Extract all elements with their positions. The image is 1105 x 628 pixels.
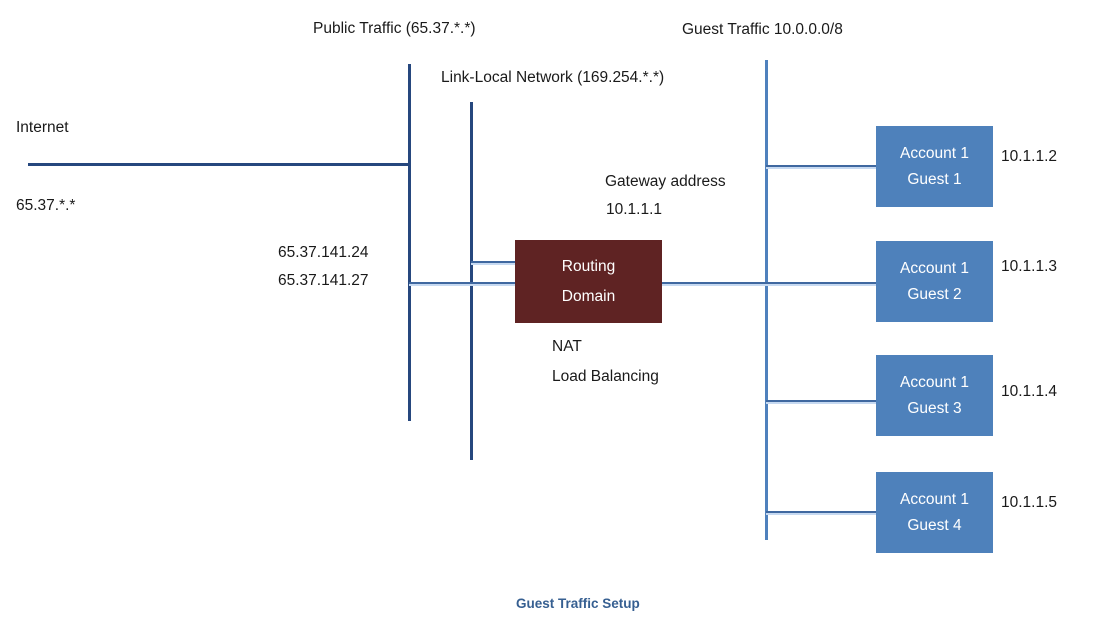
guest-3-ip-label: 10.1.1.4 xyxy=(1001,383,1058,400)
guest-traffic-label: Guest Traffic 10.0.0.0/8 xyxy=(682,21,843,38)
nat-ip-1-label: 65.37.141.24 xyxy=(278,244,369,261)
guest-1-node: Account 1 Guest 1 xyxy=(876,126,993,207)
guest-traffic-network-line xyxy=(765,60,768,540)
guest-2-account-label: Account 1 xyxy=(900,259,969,277)
guest-1-ip-label: 10.1.1.2 xyxy=(1001,148,1058,165)
public-traffic-network-line xyxy=(408,64,411,421)
gateway-address-label: Gateway address xyxy=(605,173,726,190)
link-local-label: Link-Local Network (169.254.*.*) xyxy=(441,69,665,86)
load-balancing-label: Load Balancing xyxy=(552,368,659,385)
routing-domain-node: Routing Domain xyxy=(515,240,662,323)
guest-3-account-label: Account 1 xyxy=(900,373,969,391)
link-local-network-line xyxy=(470,102,473,460)
guest-3-name-label: Guest 3 xyxy=(907,399,962,417)
guest-1-account-label: Account 1 xyxy=(900,144,969,162)
guest-3-node: Account 1 Guest 3 xyxy=(876,355,993,436)
nat-label: NAT xyxy=(552,338,582,355)
guest-2-node: Account 1 Guest 2 xyxy=(876,241,993,322)
link-local-to-routing-line xyxy=(471,261,515,263)
internet-label: Internet xyxy=(16,119,69,136)
internet-connection-line xyxy=(28,163,409,166)
guest3-connector-line xyxy=(766,400,876,402)
guest-2-ip-label: 10.1.1.3 xyxy=(1001,258,1058,275)
guest-4-ip-label: 10.1.1.5 xyxy=(1001,494,1058,511)
guest-1-name-label: Guest 1 xyxy=(907,170,962,188)
diagram-caption: Guest Traffic Setup xyxy=(516,596,640,611)
routing-domain-line2: Domain xyxy=(561,287,616,305)
internet-ip-label: 65.37.*.* xyxy=(16,197,76,214)
public-traffic-label: Public Traffic (65.37.*.*) xyxy=(313,20,476,37)
nat-ip-2-label: 65.37.141.27 xyxy=(278,272,369,289)
guest-4-name-label: Guest 4 xyxy=(907,516,962,534)
gateway-ip-label: 10.1.1.1 xyxy=(606,201,663,218)
guest4-connector-line xyxy=(766,511,876,513)
routing-domain-line1: Routing xyxy=(561,257,616,275)
guest-4-node: Account 1 Guest 4 xyxy=(876,472,993,553)
guest-4-account-label: Account 1 xyxy=(900,490,969,508)
guest-2-name-label: Guest 2 xyxy=(907,285,962,303)
guest1-connector-line xyxy=(766,165,876,167)
